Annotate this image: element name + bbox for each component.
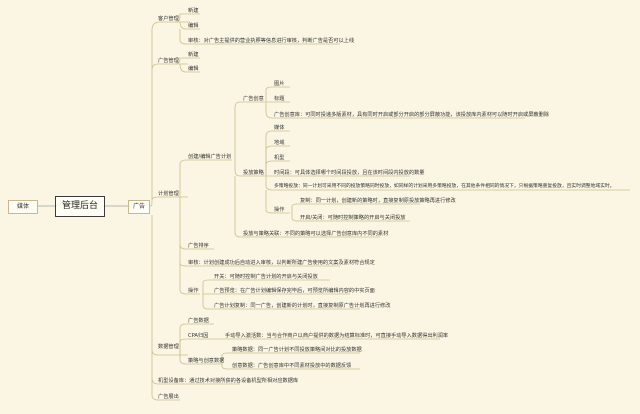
node-strategy-model[interactable]: 机型	[274, 155, 285, 161]
node-cpa[interactable]: CPA归因	[188, 333, 209, 339]
node-creative-image[interactable]: 图片	[274, 81, 285, 87]
node-plan-operate[interactable]: 操作	[188, 288, 199, 294]
node-ad-sort[interactable]: 广告排序	[188, 243, 209, 249]
root-node[interactable]: 管理后台	[55, 196, 105, 217]
node-strategy-operate[interactable]: 操作	[274, 207, 285, 213]
node-creative-data[interactable]: 创意数据：广告创意库中不同素材投放中的数据反馈	[232, 363, 352, 369]
node-customer-mgmt[interactable]: 客户管理	[158, 16, 179, 22]
node-strategy-data[interactable]: 策略数据：同一广告计划不同投放策略间对比的投放数据	[232, 347, 362, 353]
node-plan-copy[interactable]: 广告计划复制：同一广告，创建新的计划时，直接复制原广告计划再进行修改	[214, 303, 391, 309]
node-creative-library[interactable]: 广告创意库：可同时投递多版素材，具有同时开启或部分开启的部分屏蔽功能，该投放库内…	[274, 112, 549, 118]
node-customer-review[interactable]: 审核：对广告主提供的营业执照等信息进行审核，判断广告是否可以上线	[188, 38, 355, 44]
node-strategy-time[interactable]: 时间段：可具体选择哪个时间段投放，且在该时间段内投放的数量	[274, 170, 425, 176]
node-cpa-import[interactable]: 手动导入激活数：当与合作商户以商户提供的数据为结算标准时，可直接手动导入数据得出…	[225, 333, 449, 339]
node-ad-new[interactable]: 新建	[188, 52, 199, 58]
node-device-library[interactable]: 机型设备库：通过技术对接所获的各设备机型所相对应数据库	[158, 378, 299, 384]
node-customer-new[interactable]: 新建	[188, 8, 199, 14]
node-customer-edit[interactable]: 编辑	[188, 23, 199, 29]
node-plan-switch[interactable]: 开关：可随时控制广告计划的开启与关闭投放	[214, 274, 318, 280]
node-plan-mgmt[interactable]: 计划管理	[158, 191, 179, 197]
node-strategy-creative-data[interactable]: 策略与创意数据	[188, 358, 225, 364]
node-plan-review[interactable]: 审核：计划创建成功后自动进入审核，以判断所建广告使用的文案及素材符合规定	[188, 260, 375, 266]
node-strategy-multi[interactable]: 多策略投放：同一计划可采用不同的投放策略同时投放，如同样的计划采用多策略投放，在…	[274, 184, 615, 189]
node-data-mgmt[interactable]: 数据管理	[158, 344, 179, 350]
node-strategy-link[interactable]: 投放与策略关联：不同的策略可以选择广告创意库内不同的素材	[243, 231, 389, 237]
node-ad[interactable]: 广告	[128, 200, 150, 214]
node-ad-mgmt[interactable]: 广告管理	[158, 58, 179, 64]
node-strategy-copy[interactable]: 复制：同一计划，创建新的策略时，直接复制原投放策略再进行修改	[300, 198, 456, 204]
node-create-plan[interactable]: 创建/编辑广告计划	[188, 154, 232, 160]
node-creative-title[interactable]: 标题	[274, 96, 285, 102]
node-ad-display[interactable]: 广告展出	[158, 394, 179, 400]
node-ad-edit[interactable]: 编辑	[188, 66, 199, 72]
node-strategy[interactable]: 投放策略	[243, 170, 264, 176]
node-strategy-media[interactable]: 媒体	[274, 125, 285, 131]
node-creative[interactable]: 广告创意	[243, 96, 264, 102]
node-strategy-region[interactable]: 地域	[274, 140, 285, 146]
node-plan-preview[interactable]: 广告预览：在广告计划编辑保存完毕后，可预览所编辑内容的中实页面	[214, 288, 375, 294]
node-strategy-toggle[interactable]: 开启/关闭：可随时控制策略的开启与关闭投放	[300, 215, 406, 221]
node-media[interactable]: 媒体	[8, 200, 38, 214]
node-ad-data[interactable]: 广告数据	[188, 318, 209, 324]
